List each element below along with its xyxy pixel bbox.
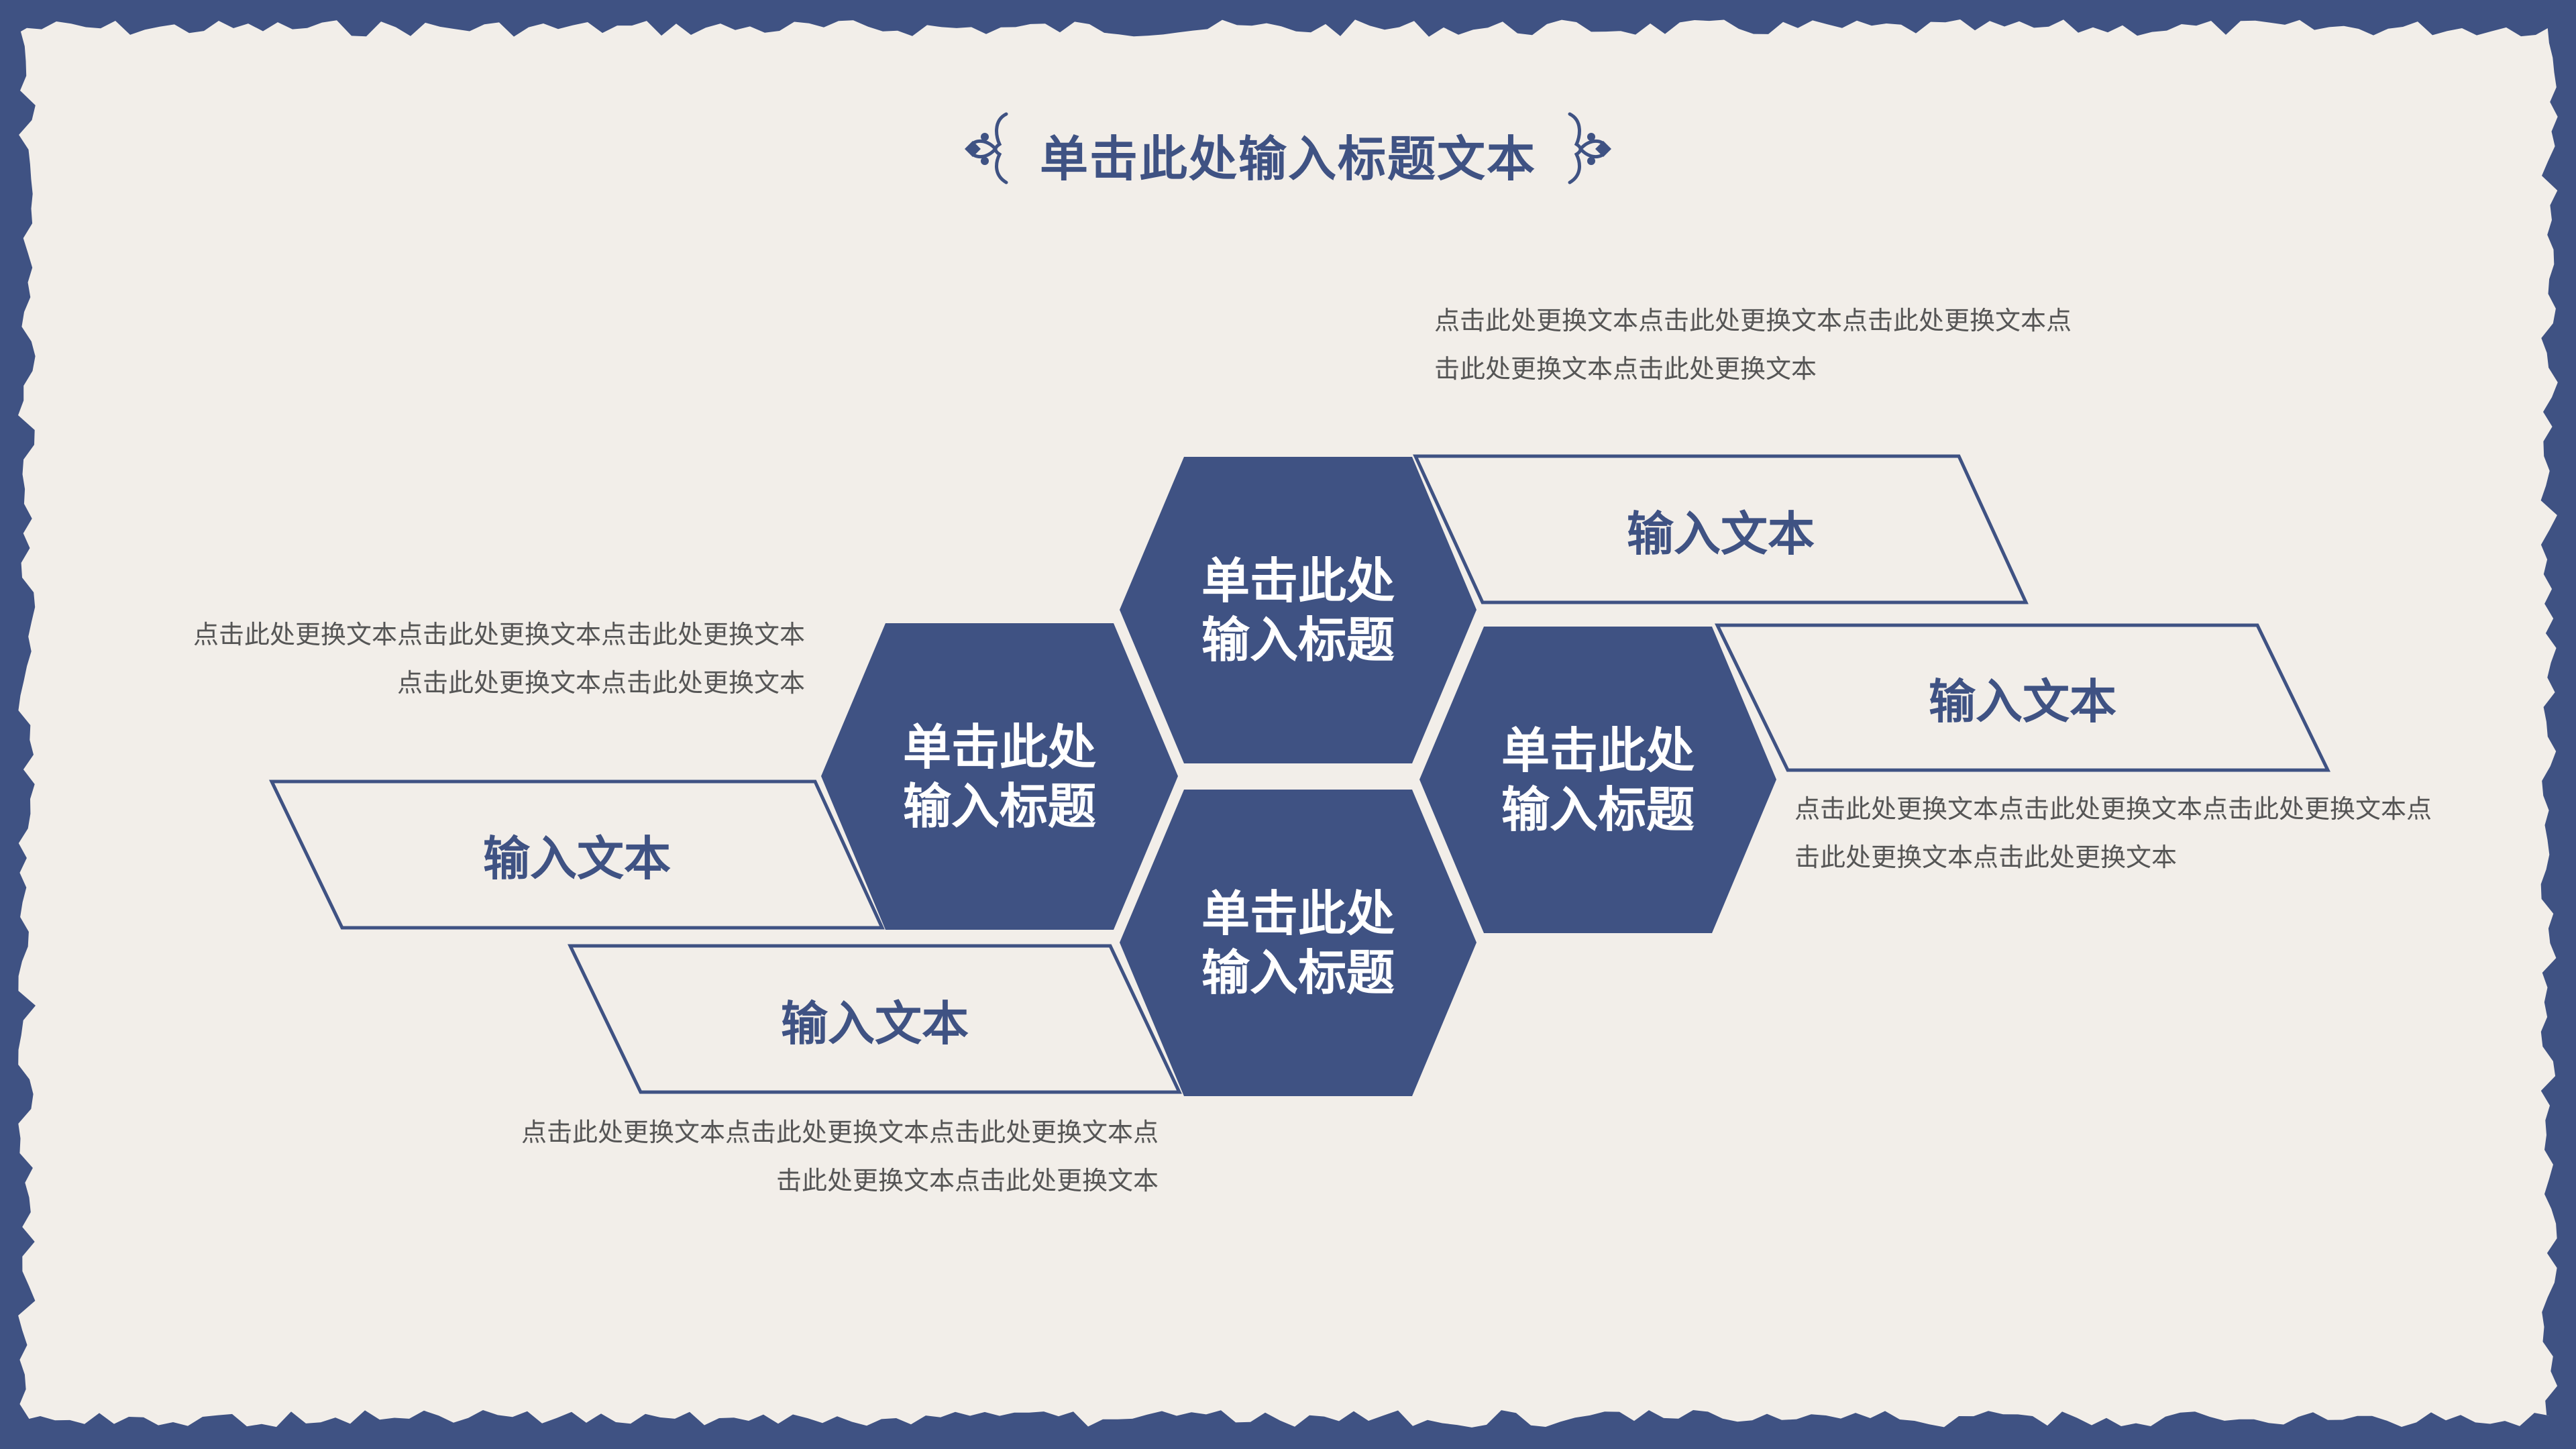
description-left-line1: 点击此处更换文本点击此处更换文本点击此处更换文本 xyxy=(193,620,805,649)
hexagon-bottom[interactable]: 单击此处 输入标题 xyxy=(1117,787,1479,1099)
hexagon-bottom-line2: 输入标题 xyxy=(1201,944,1395,1001)
description-right[interactable]: 点击此处更换文本点击此处更换文本点击此处更换文本点 击此处更换文本点击此处更换文… xyxy=(1794,785,2506,881)
text-box-1-label: 输入文本 xyxy=(1627,506,1815,561)
description-bottom-line1: 点击此处更换文本点击此处更换文本点击此处更换文本点 xyxy=(521,1118,1159,1147)
text-box-2[interactable]: 输入文本 xyxy=(1717,644,2328,751)
text-box-outline-1 xyxy=(1413,454,2029,604)
description-left-line2: 点击此处更换文本点击此处更换文本 xyxy=(396,668,805,698)
right-ornament-icon xyxy=(1568,112,1611,184)
text-box-3-label: 输入文本 xyxy=(483,830,671,886)
hexagon-top[interactable]: 单击此处 输入标题 xyxy=(1117,454,1479,766)
description-right-line1: 点击此处更换文本点击此处更换文本点击此处更换文本点 xyxy=(1794,794,2432,824)
text-box-1[interactable]: 输入文本 xyxy=(1415,476,2026,584)
text-box-outline-2 xyxy=(1715,623,2330,772)
description-top-right-line1: 点击此处更换文本点击此处更换文本点击此处更换文本点 xyxy=(1434,306,2072,335)
slide-title[interactable]: 单击此处输入标题文本 xyxy=(1039,130,1536,187)
description-top-right[interactable]: 点击此处更换文本点击此处更换文本点击此处更换文本点 击此处更换文本点击此处更换文… xyxy=(1434,297,2145,393)
hexagon-left-line1: 单击此处 xyxy=(902,718,1096,775)
hexagon-bottom-line1: 单击此处 xyxy=(1201,885,1395,942)
hexagon-right-line2: 输入标题 xyxy=(1501,781,1695,838)
hexagon-top-line1: 单击此处 xyxy=(1201,552,1395,609)
description-bottom-line2: 击此处更换文本点击此处更换文本 xyxy=(775,1166,1159,1195)
description-right-line2: 击此处更换文本点击此处更换文本 xyxy=(1794,843,2178,872)
text-box-outline-3 xyxy=(269,780,885,930)
description-left[interactable]: 点击此处更换文本点击此处更换文本点击此处更换文本 点击此处更换文本点击此处更换文… xyxy=(94,610,805,707)
text-box-4[interactable]: 输入文本 xyxy=(570,966,1179,1073)
text-box-4-label: 输入文本 xyxy=(781,996,969,1051)
hexagon-left-line2: 输入标题 xyxy=(902,777,1096,835)
hexagon-right[interactable]: 单击此处 输入标题 xyxy=(1417,624,1779,936)
hexagon-right-line1: 单击此处 xyxy=(1501,722,1695,779)
left-ornament-icon xyxy=(965,112,1008,184)
text-box-3[interactable]: 输入文本 xyxy=(272,801,882,908)
text-box-outline-4 xyxy=(568,944,1182,1094)
hexagon-left[interactable]: 单击此处 输入标题 xyxy=(818,621,1181,932)
description-bottom[interactable]: 点击此处更换文本点击此处更换文本点击此处更换文本点 击此处更换文本点击此处更换文… xyxy=(447,1108,1159,1205)
hexagon-top-line2: 输入标题 xyxy=(1201,611,1395,668)
description-top-right-line2: 击此处更换文本点击此处更换文本 xyxy=(1434,354,1817,384)
text-box-2-label: 输入文本 xyxy=(1929,674,2116,729)
